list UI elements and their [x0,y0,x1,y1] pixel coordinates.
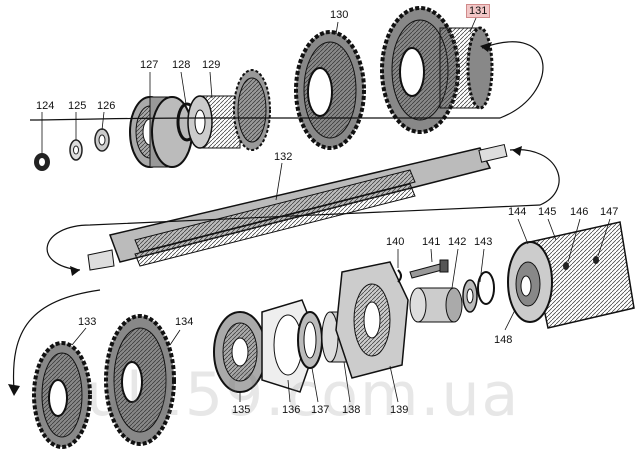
label-136: 136 [282,404,301,416]
part-132-shaft [87,143,508,271]
label-139: 139 [390,404,409,416]
label-144: 144 [508,206,527,218]
label-143: 143 [474,236,493,248]
part-135-bearing [213,311,267,393]
part-143-washer [462,271,495,313]
part-140-clip [397,269,402,283]
part-124-nut [34,153,50,171]
part-125-washer [69,139,83,161]
label-126: 126 [97,100,116,112]
label-146: 146 [570,206,589,218]
label-148: 148 [494,334,513,346]
label-125: 125 [68,100,87,112]
part-127-bearing [129,96,193,168]
part-141-bolt [409,259,449,279]
arrow-upper [29,41,544,121]
label-141: 141 [422,236,441,248]
label-142: 142 [448,236,467,248]
part-134-gear [104,314,176,446]
part-137-seal [297,311,323,369]
label-132: 132 [274,151,293,163]
label-140: 140 [386,236,405,248]
leader-lines [41,17,611,403]
label-133: 133 [78,316,97,328]
label-129: 129 [202,59,221,71]
part-129-sleeve [187,69,271,151]
part-126-washer [94,128,110,152]
label-138: 138 [342,404,361,416]
label-130: 130 [330,9,349,21]
label-135: 135 [232,404,251,416]
part-145-housing [507,221,635,329]
arrow-lower [12,289,101,391]
part-142-sleeve [409,287,463,323]
watermark: ul159.com.ua [86,360,521,430]
part-131-gear [380,6,494,134]
arrow-middle [46,149,560,271]
label-131: 131 [466,4,491,18]
part-146-screw [563,262,569,270]
label-134: 134 [175,316,194,328]
part-139-flange [335,261,409,379]
label-124: 124 [36,100,55,112]
label-127: 127 [140,59,159,71]
label-137: 137 [311,404,330,416]
part-130-gear [294,30,366,150]
part-133-gear [32,341,92,449]
label-147: 147 [600,206,619,218]
label-128: 128 [172,59,191,71]
label-145: 145 [538,206,557,218]
part-147-screw [593,256,599,264]
